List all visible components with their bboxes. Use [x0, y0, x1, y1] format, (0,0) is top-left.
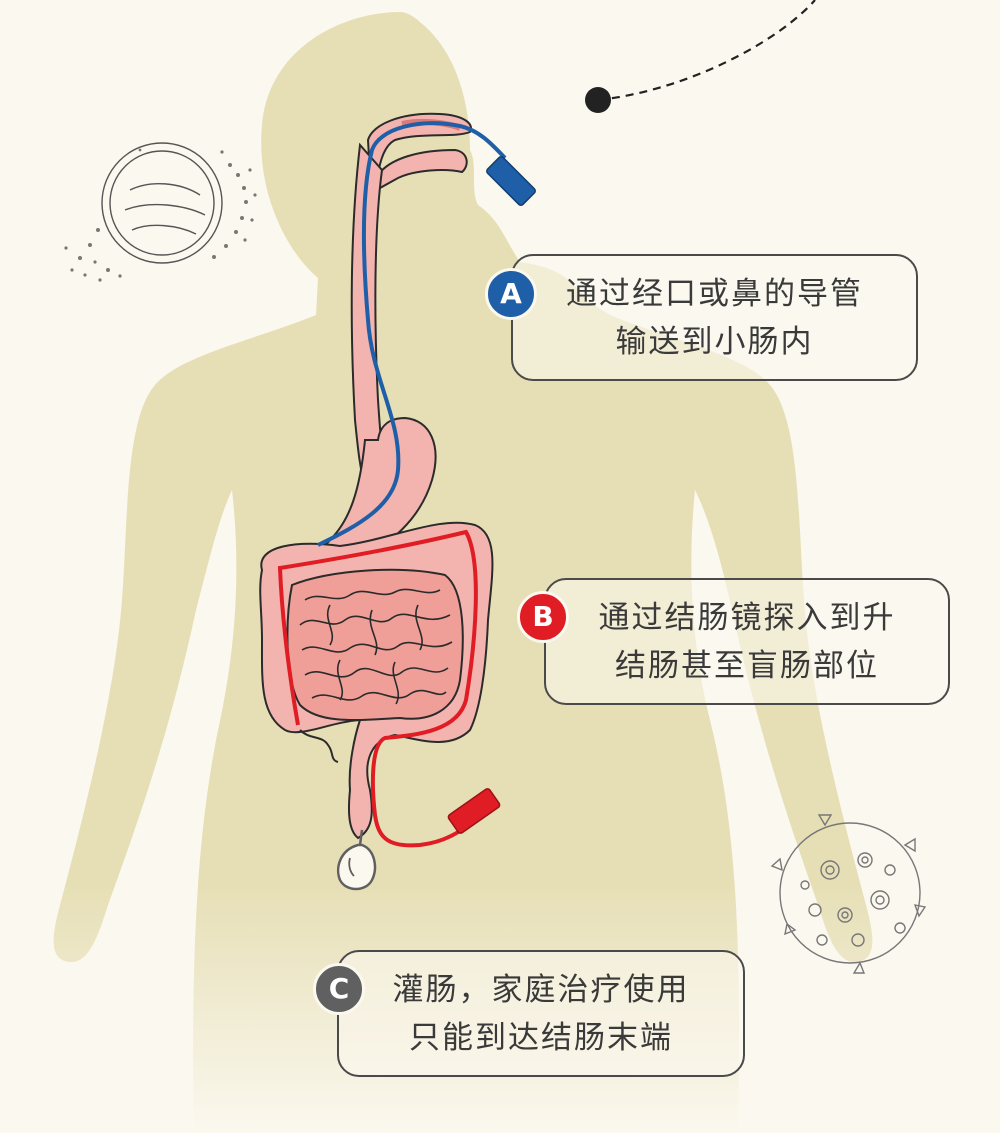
decoration-dot: [585, 87, 611, 113]
callout-b: 通过结肠镜探入到升 结肠甚至盲肠部位: [544, 578, 950, 705]
callout-c-line-2: 只能到达结肠末端: [409, 1020, 673, 1056]
callout-b-line-2: 结肠甚至盲肠部位: [615, 648, 879, 684]
badge-a: A: [485, 268, 537, 320]
nasal-tube-a: [317, 121, 536, 547]
callout-a: 通过经口或鼻的导管 输送到小肠内: [511, 254, 918, 381]
callout-a-line-1: 通过经口或鼻的导管: [566, 276, 863, 312]
dashed-decoration-line: [597, 0, 816, 102]
spore-cell-icon: [64, 142, 257, 282]
virus-cell-icon: [770, 814, 927, 974]
callout-a-line-2: 输送到小肠内: [615, 324, 814, 360]
small-intestine-coils: [299, 588, 453, 705]
enema-bulb: [336, 829, 377, 891]
callout-b-line-1: 通过结肠镜探入到升: [598, 600, 896, 636]
badge-b: B: [517, 591, 569, 643]
callout-c-line-1: 灌肠，家庭治疗使用: [392, 972, 690, 1008]
appendix: [299, 729, 339, 763]
badge-c: C: [313, 963, 365, 1015]
colonoscope-tube-b: [277, 529, 501, 848]
callout-c: 灌肠，家庭治疗使用 只能到达结肠末端: [337, 950, 745, 1077]
